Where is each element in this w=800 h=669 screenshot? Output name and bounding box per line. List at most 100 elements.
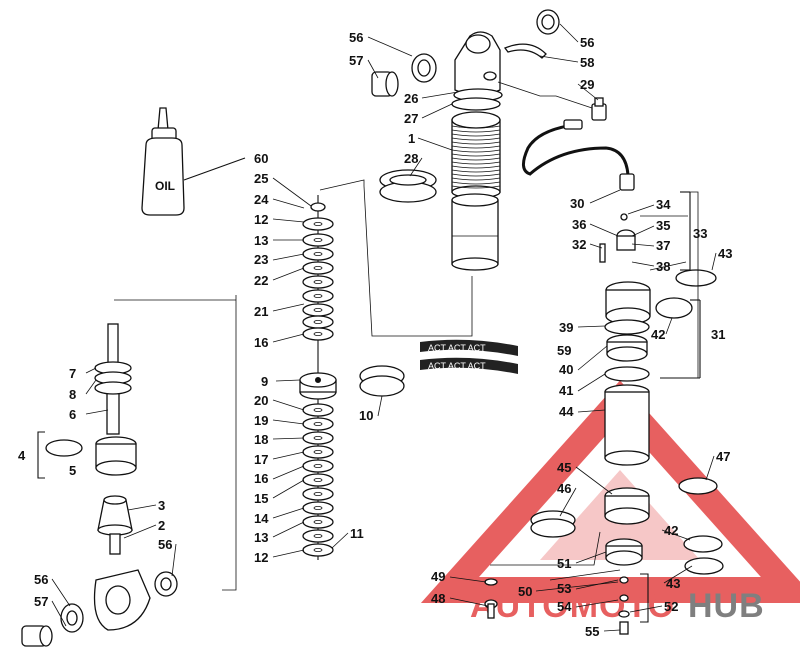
callout-20: 20 (254, 393, 268, 408)
callout-29: 29 (580, 77, 594, 92)
callout-43: 43 (718, 246, 732, 261)
shim-washer (302, 303, 334, 317)
shock-lower-tube (451, 193, 499, 271)
callout-labels: 56 57 56 58 29 26 27 1 28 30 34 36 35 33… (18, 30, 732, 639)
shim-washer (302, 289, 334, 303)
callout-2: 2 (158, 518, 165, 533)
callout-17: 17 (254, 452, 268, 467)
adjuster-ring-28 (379, 169, 437, 203)
callout-56: 56 (158, 537, 172, 552)
lower-eye-2 (93, 569, 151, 631)
bushing-56-top-left (411, 53, 437, 83)
shim-washer (302, 515, 334, 529)
bearing-51 (605, 538, 643, 566)
shim-washer (302, 327, 334, 341)
callout-14: 14 (254, 511, 269, 526)
callout-43: 43 (666, 576, 680, 591)
callout-42: 42 (651, 327, 665, 342)
clip-58 (503, 43, 547, 59)
o-ring-5 (45, 439, 83, 457)
callout-51: 51 (557, 556, 571, 571)
callout-23: 23 (254, 252, 268, 267)
callout-19: 19 (254, 413, 268, 428)
callout-1: 1 (408, 131, 415, 146)
o-ring-43-lower (684, 557, 724, 575)
decal-59: ACT ACT ACT ACT ACT ACT (420, 339, 518, 374)
o-ring-39 (604, 319, 650, 335)
callout-10: 10 (359, 408, 373, 423)
shim-washer (302, 431, 334, 445)
shim-washer (302, 473, 334, 487)
spring-coils (451, 125, 501, 189)
bushing-56-lower-right (154, 571, 178, 597)
bushing-56-top-right (536, 9, 560, 35)
shim-washer (302, 529, 334, 543)
ring-41 (604, 366, 650, 382)
spring-clip-46 (530, 510, 576, 538)
callout-6: 6 (69, 407, 76, 422)
callout-33: 33 (693, 226, 707, 241)
callout-11: 11 (350, 526, 364, 541)
reservoir-cap-33 (599, 213, 636, 263)
shim-washer (302, 543, 334, 557)
watermark-text-auto: AUTOMOTO (470, 587, 675, 625)
shim-washer (302, 459, 334, 473)
shim-washer (302, 233, 334, 247)
callout-44: 44 (559, 404, 574, 419)
shim-washer (302, 417, 334, 431)
callout-36: 36 (572, 217, 586, 232)
svg-text:ACT ACT ACT: ACT ACT ACT (428, 361, 486, 371)
callout-7: 7 (69, 366, 76, 381)
callout-18: 18 (254, 432, 268, 447)
bolt-48 (484, 599, 498, 619)
callout-25: 25 (254, 171, 268, 186)
callout-55: 55 (585, 624, 599, 639)
shim-washer (302, 445, 334, 459)
shim-washer (302, 501, 334, 515)
callout-24: 24 (254, 192, 269, 207)
callout-58: 58 (580, 55, 594, 70)
collar-45 (604, 487, 650, 525)
callout-40: 40 (559, 362, 573, 377)
shim-washer (302, 217, 334, 231)
callout-50: 50 (518, 584, 532, 599)
nut-25 (310, 202, 326, 212)
watermark-text-hub: HUB (688, 587, 765, 625)
o-ring-47 (678, 477, 718, 495)
callout-28: 28 (404, 151, 418, 166)
sleeve-57-lower (21, 625, 53, 647)
callout-39: 39 (559, 320, 573, 335)
schrader-valve-29 (591, 97, 607, 121)
o-ring-43-upper (675, 269, 717, 287)
oil-bottle: OIL (141, 107, 185, 216)
callout-9: 9 (261, 374, 268, 389)
callout-41: 41 (559, 383, 573, 398)
washer-stack-lower (302, 403, 334, 557)
callout-15: 15 (254, 491, 268, 506)
reservoir-end-cap (605, 281, 651, 325)
callout-48: 48 (431, 591, 445, 606)
reservoir-hose (522, 122, 630, 176)
callout-3: 3 (158, 498, 165, 513)
callout-57: 57 (349, 53, 363, 68)
shim-washer (302, 315, 334, 329)
bumper-3 (97, 495, 133, 555)
callout-60: 60 (254, 151, 268, 166)
callout-49: 49 (431, 569, 445, 584)
callout-37: 37 (656, 238, 670, 253)
callout-47: 47 (716, 449, 730, 464)
callout-leaders (51, 23, 717, 632)
callout-32: 32 (572, 237, 586, 252)
callout-53: 53 (557, 581, 571, 596)
callout-12: 12 (254, 550, 268, 565)
sleeve-57-top (371, 71, 399, 97)
callout-42: 42 (664, 523, 678, 538)
shim-washer (302, 275, 334, 289)
callout-46: 46 (557, 481, 571, 496)
piston-ring-10 (359, 365, 405, 397)
callout-16: 16 (254, 471, 268, 486)
callout-35: 35 (656, 218, 670, 233)
callout-22: 22 (254, 273, 268, 288)
callout-26: 26 (404, 91, 418, 106)
